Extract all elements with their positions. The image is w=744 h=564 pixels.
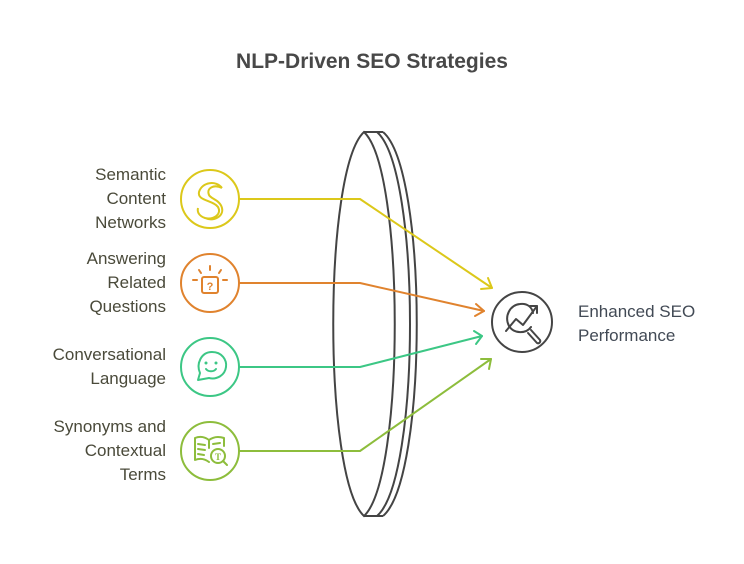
icon-ring xyxy=(180,253,240,313)
t-letter: T xyxy=(215,452,221,462)
question-box xyxy=(201,276,219,294)
label-line: Contextual xyxy=(84,441,166,460)
label-line: Conversational xyxy=(52,345,166,364)
lens-back-rim-1 xyxy=(376,131,411,517)
strategy-label-conversational-language: Conversational Language xyxy=(53,343,166,391)
open-book xyxy=(194,435,225,463)
text-line xyxy=(197,448,206,451)
magnifier-lens-arc xyxy=(506,302,534,327)
arrowhead-synonyms xyxy=(480,358,492,370)
magnifier-lens-arc-bottom xyxy=(508,325,532,334)
lens-front-rim xyxy=(332,130,396,518)
trend-arrowhead xyxy=(529,305,538,314)
label-line: Language xyxy=(90,369,166,388)
arrowhead-conversational xyxy=(473,330,483,345)
connector-arrow-conversational xyxy=(239,335,483,368)
icon-ring xyxy=(180,169,240,229)
label-line: Content xyxy=(106,189,166,208)
label-line: Questions xyxy=(89,297,166,316)
result-ring xyxy=(491,291,553,353)
eye xyxy=(204,361,208,365)
connector-arrow-synonyms xyxy=(239,358,492,452)
strategy-label-synonyms-contextual-terms: Synonyms and Contextual Terms xyxy=(54,415,166,487)
label-line: Terms xyxy=(119,465,166,484)
label-line: Networks xyxy=(95,213,166,232)
semantic-s-icon xyxy=(180,169,240,229)
magnifier-lens xyxy=(210,448,226,464)
magnifier-handle xyxy=(222,460,228,466)
strategy-label-semantic-content-networks: Semantic Content Networks xyxy=(95,163,166,235)
question-lightbulb-icon: ? xyxy=(180,253,240,313)
diagram-title: NLP-Driven SEO Strategies xyxy=(236,50,508,73)
icon-ring xyxy=(180,337,240,397)
label-line: Answering xyxy=(86,249,166,268)
lens-shape xyxy=(332,130,418,518)
chart-magnifier-icon xyxy=(491,291,553,353)
question-mark: ? xyxy=(207,281,214,293)
label-line: Performance xyxy=(578,326,676,345)
book-magnifier-icon: T xyxy=(180,421,240,481)
lens-back-rim-2 xyxy=(382,131,418,517)
trend-line xyxy=(505,305,538,332)
icon-ring xyxy=(180,421,240,481)
text-line xyxy=(197,443,206,446)
label-line: Synonyms and xyxy=(53,417,166,436)
ray xyxy=(218,269,222,274)
s-glyph xyxy=(196,182,224,221)
smile xyxy=(205,368,217,373)
eye xyxy=(214,361,218,365)
label-line: Semantic xyxy=(95,165,166,184)
connector-arrow-answering xyxy=(239,282,485,312)
result-label-enhanced-seo-performance: Enhanced SEO Performance xyxy=(578,300,695,348)
magnifier-handle xyxy=(527,329,542,345)
smiling-chat-bubble-icon xyxy=(180,337,240,397)
chat-bubble xyxy=(197,351,228,381)
strategy-label-answering-related-questions: Answering Related Questions xyxy=(87,247,166,319)
ray xyxy=(198,269,202,274)
label-line: Enhanced SEO xyxy=(578,302,696,321)
text-line xyxy=(197,453,205,456)
connector-arrow-semantic xyxy=(239,198,493,289)
arrowhead-semantic xyxy=(480,277,493,290)
label-line: Related xyxy=(107,273,166,292)
text-line xyxy=(212,442,221,445)
arrowhead-answering xyxy=(474,303,485,317)
